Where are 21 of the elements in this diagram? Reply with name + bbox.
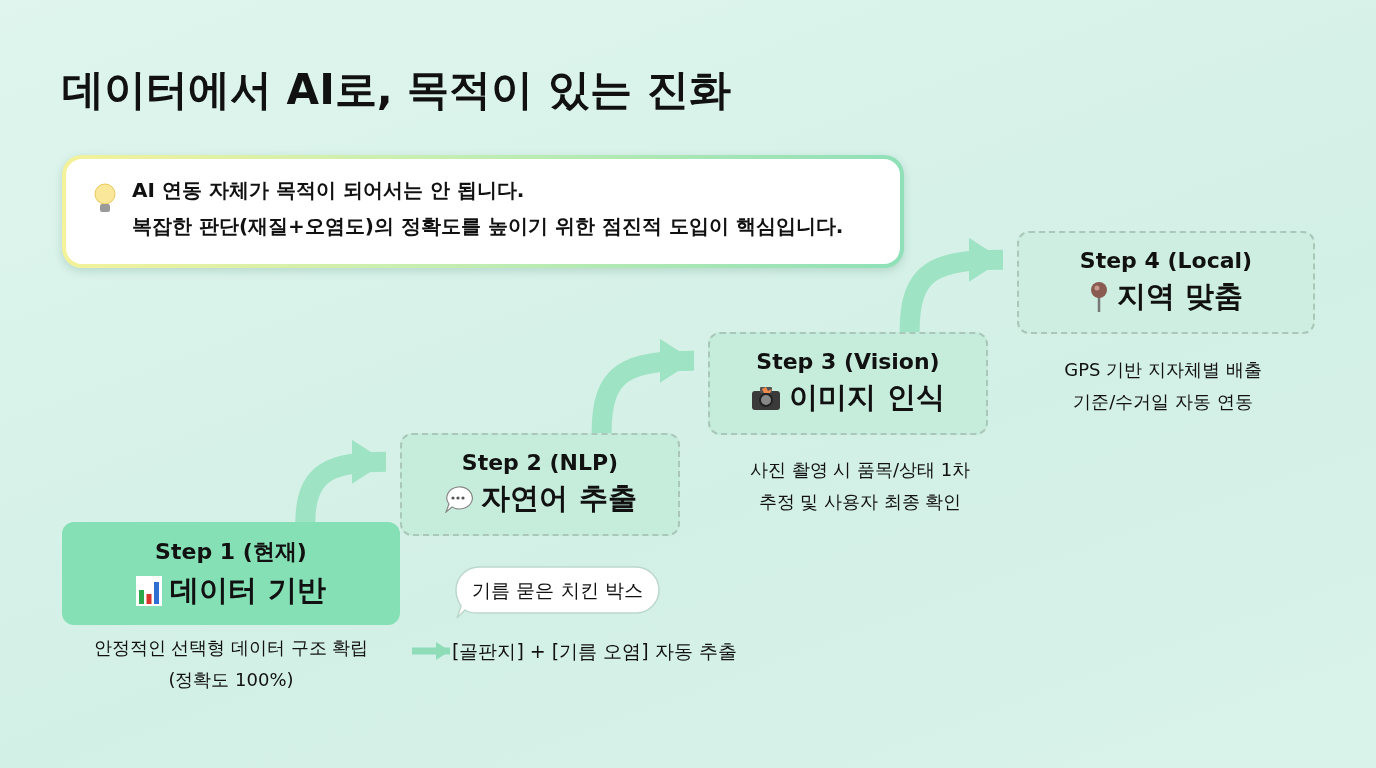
step-description: GPS 기반 지자체별 배출 기준/수거일 자동 연동	[1063, 358, 1263, 414]
step-label: Step 2 (NLP)	[461, 450, 619, 475]
title: 데이터에서 AI로, 목적이 있는 진화	[62, 64, 731, 116]
callout-text: AI 연동 자체가 목적이 되어서는 안 됩니다.	[132, 177, 525, 204]
step-title: 데이터 기반	[170, 571, 326, 609]
step-description: 안정적인 선택형 데이터 구조 확립 (정확도 100%)	[92, 636, 370, 692]
step-box	[62, 522, 400, 625]
step-title: 자연어 추출	[481, 480, 637, 517]
bubble-text: 기름 묻은 치킨 박스	[471, 578, 644, 603]
step-label: Step 4 (Local)	[1079, 248, 1253, 273]
step-title: 지역 맞춤	[1116, 278, 1244, 315]
step-description: 사진 촬영 시 품목/상태 1차 추정 및 사용자 최종 확인	[748, 458, 972, 514]
step-label: Step 1 (현재)	[155, 537, 307, 566]
curved-arrow	[295, 440, 387, 523]
step-box	[1017, 231, 1315, 334]
step-box	[708, 332, 988, 435]
step-box	[400, 433, 680, 536]
speech-bubble	[455, 566, 660, 620]
step-label: Step 3 (Vision)	[756, 349, 940, 374]
callout-text: 복잡한 판단(재질+오염도)의 정확도를 높이기 위한 점진적 도입이 핵심입니다.	[132, 213, 844, 240]
step-title: 이미지 인식	[789, 379, 945, 416]
